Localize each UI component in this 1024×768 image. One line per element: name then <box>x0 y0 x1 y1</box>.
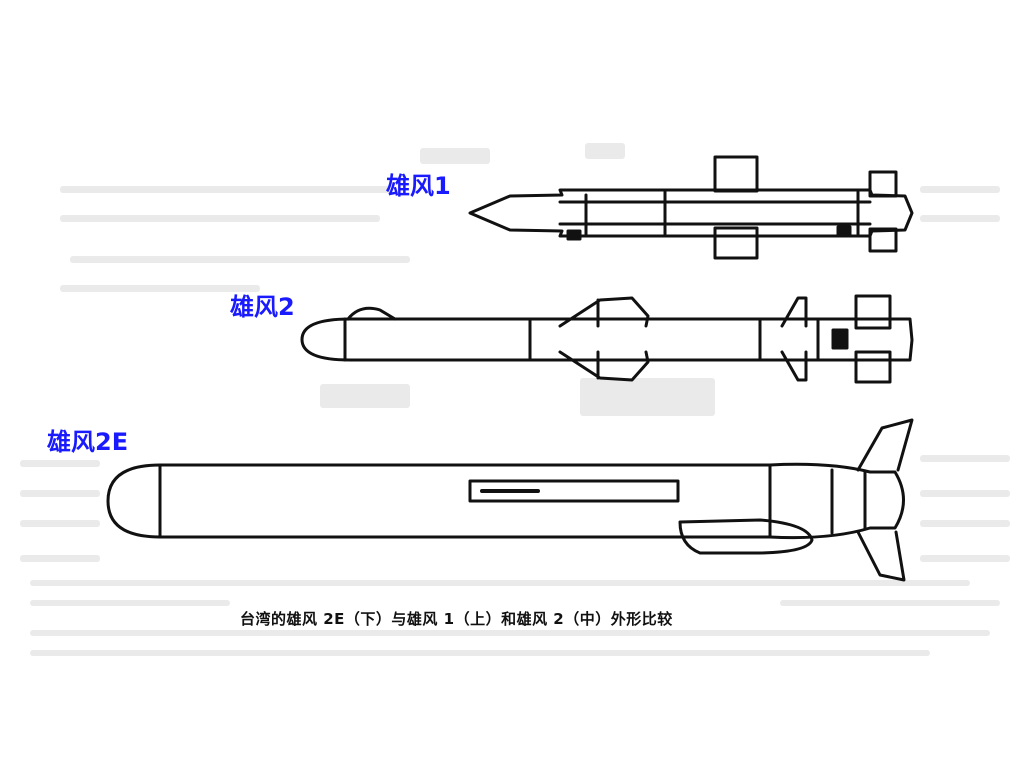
label-xiongfeng-2: 雄风2 <box>230 293 295 321</box>
figure-caption: 台湾的雄风 2E（下）与雄风 1（上）和雄风 2（中）外形比较 <box>240 610 673 628</box>
missile-1-drawing <box>468 155 914 260</box>
label-xiongfeng-2e: 雄风2E <box>47 428 129 456</box>
missile-2-drawing <box>300 294 914 384</box>
label-xiongfeng-1: 雄风1 <box>386 172 451 200</box>
background-scan-texture <box>20 143 1010 656</box>
missile-2e-drawing <box>106 418 914 582</box>
